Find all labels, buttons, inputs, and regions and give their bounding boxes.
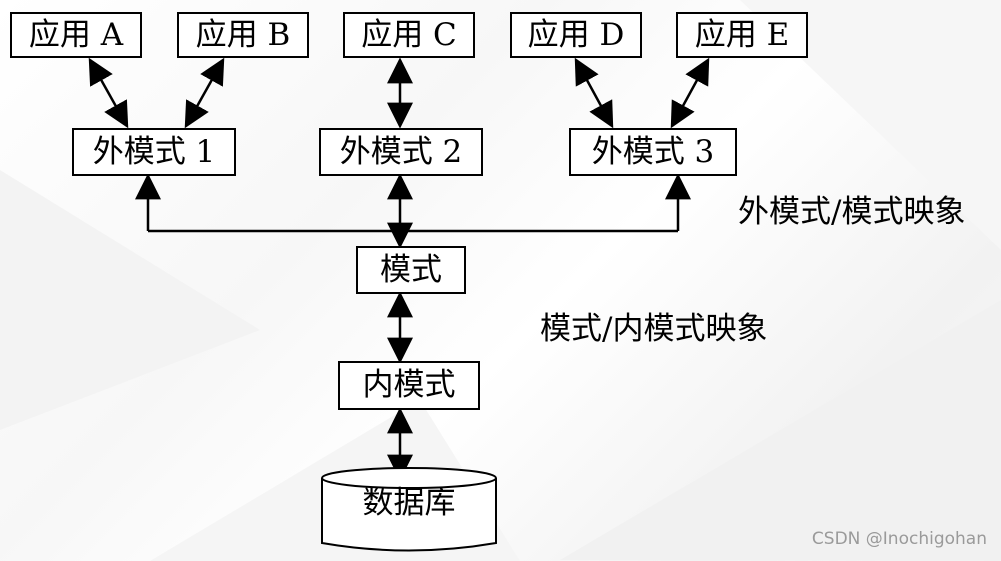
app-a-box: 应用 A xyxy=(10,12,142,58)
app-b-box: 应用 B xyxy=(177,12,309,58)
app-d-box: 应用 D xyxy=(510,12,642,58)
arrow-app-a-ext1 xyxy=(88,57,129,129)
app-c-box: 应用 C xyxy=(343,12,475,58)
app-e-box: 应用 E xyxy=(676,12,808,58)
schema-internal-mapping-label: 模式/内模式映象 xyxy=(540,311,768,347)
arrow-app-b-ext1 xyxy=(184,57,225,129)
arrow-app-d-ext3 xyxy=(574,57,614,129)
internal-schema-box: 内模式 xyxy=(338,361,480,410)
schema-box: 模式 xyxy=(356,246,466,294)
external-schema-2-box: 外模式 2 xyxy=(319,128,483,176)
watermark: CSDN @Inochigohan xyxy=(811,529,987,549)
database-label: 数据库 xyxy=(362,485,456,521)
external-schema-mapping-label: 外模式/模式映象 xyxy=(738,194,966,230)
external-schema-3-box: 外模式 3 xyxy=(569,128,737,176)
arrow-app-e-ext3 xyxy=(670,57,710,129)
external-schema-1-box: 外模式 1 xyxy=(72,128,236,176)
database-cylinder xyxy=(321,467,497,552)
